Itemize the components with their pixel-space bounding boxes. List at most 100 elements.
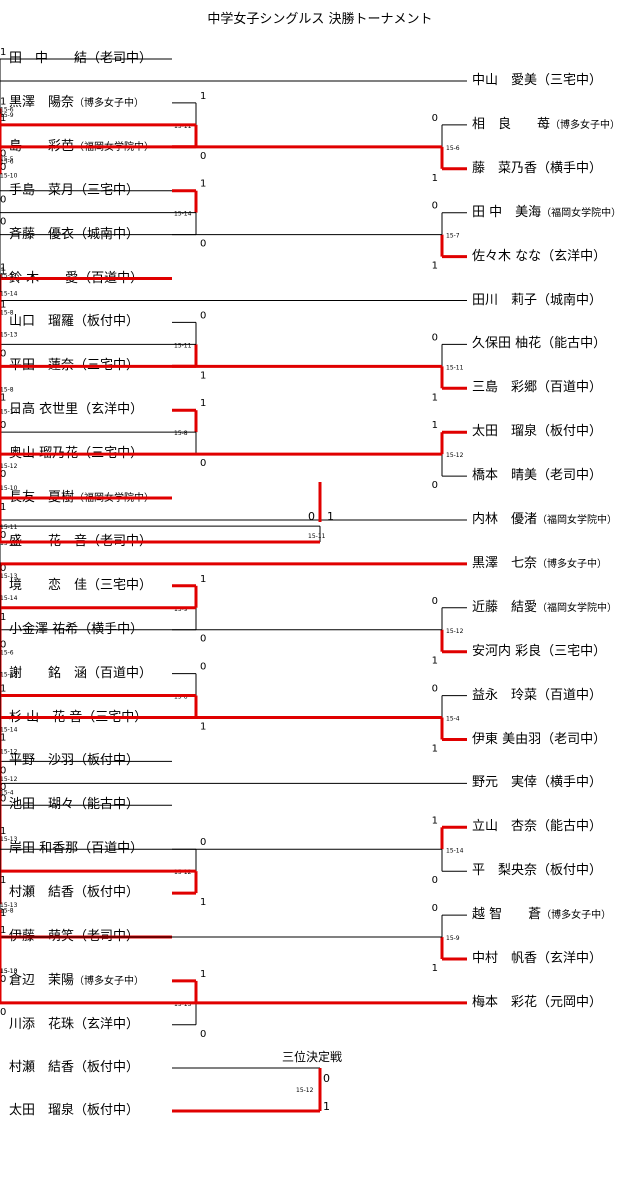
match-score-top: 1 [432, 815, 438, 826]
match-score-bottom: 0 [0, 974, 6, 985]
left-player-row: 山口 瑠羅 （板付中） [9, 313, 139, 331]
player-team: （三宅中） [541, 643, 607, 659]
match-score-top: 0 [432, 596, 438, 607]
player-name: 近藤 結愛 [472, 599, 538, 615]
match-score-top: 0 [432, 113, 438, 124]
match-score-top: 1 [0, 684, 6, 695]
match-score-bottom: 1 [200, 370, 206, 381]
match-score-bottom: 0 [0, 348, 6, 359]
match-score-top: 0 [0, 563, 6, 574]
match-game-score: 15-13 [0, 902, 18, 909]
player-team: （福岡女学院中） [541, 207, 622, 219]
match-score-top: 1 [0, 826, 6, 837]
player-name: 相 良 苺 [472, 116, 551, 132]
player-name: 池田 瑚々 [9, 797, 75, 813]
player-name: 田 中 美海 [472, 204, 542, 220]
player-team: （能古中） [537, 819, 603, 835]
left-player-row: 平野 沙羽 （板付中） [9, 752, 139, 770]
match-game-score: 15-12 [446, 628, 464, 635]
player-team: （城南中） [537, 292, 603, 308]
player-team: （玄洋中） [541, 248, 607, 264]
match-score-bottom: 0 [200, 634, 206, 645]
match-game-score: 15-10 [0, 968, 18, 975]
third-score-bottom: 1 [323, 1100, 330, 1113]
player-team: （博多女子中） [541, 910, 612, 922]
player-name: 内林 優渚 [472, 512, 538, 527]
page-title: 中学女子シングルス 決勝トーナメント [207, 12, 433, 27]
player-name: 平野 沙羽 [9, 753, 75, 769]
left-player-row: 手島 菜月 （三宅中） [9, 182, 139, 200]
match-game-score: 15-13 [0, 331, 18, 338]
match-game-score: 15-8 [0, 908, 14, 915]
match-score-bottom: 0 [200, 239, 206, 250]
player-team: （百道中） [78, 841, 144, 857]
match-score-top: 1 [200, 398, 206, 409]
match-score-bottom: 0 [432, 480, 438, 491]
match-game-score: 15-9 [0, 112, 14, 119]
match-game-score: 15-14 [446, 847, 464, 854]
player-name: 境 恋 佳 [9, 577, 88, 593]
match-game-score: 15-6 [0, 650, 14, 657]
match-score-top: 1 [432, 420, 438, 431]
right-player-row: 梅本 彩花 （元岡中） [472, 994, 602, 1012]
match-game-score: 15-7 [446, 233, 460, 240]
player-team: （城南中） [74, 226, 140, 242]
match-score-bottom: 0 [0, 782, 6, 793]
match-game-score: 15-11 [446, 364, 464, 371]
left-player-row: 倉辺 茉陽 （博多女子中） [9, 972, 144, 990]
match-game-score: 15-11 [0, 524, 18, 531]
player-name: 佐々木 なな [472, 248, 542, 264]
player-team: （板付中） [537, 863, 603, 879]
left-player-row: 池田 瑚々 （能古中） [9, 796, 139, 814]
player-name: 野元 実倖 [472, 775, 538, 791]
right-player-row: 中山 愛美 （三宅中） [472, 72, 602, 90]
player-name: 越 智 蒼 [472, 907, 542, 923]
player-name: 橋本 晴美 [472, 468, 538, 484]
player-team: （博多女子中） [74, 975, 145, 987]
right-player-row: 三島 彩郷 （百道中） [472, 379, 602, 397]
third-player-row: 太田 瑠泉 （板付中） [9, 1102, 139, 1120]
match-score-bottom: 0 [0, 217, 6, 228]
left-player-row: 斉藤 優衣 （城南中） [9, 226, 139, 244]
match-game-score: 15-11 [174, 342, 192, 349]
right-player-row: 越 智 蒼 （博多女子中） [472, 906, 611, 924]
left-player-row: 日高 衣世里 （玄洋中） [9, 401, 143, 419]
match-score-top: 1 [0, 262, 6, 273]
final-left-score: 0 [308, 510, 315, 523]
match-game-score: 15-11 [174, 123, 192, 130]
match-score-bottom: 0 [200, 458, 206, 469]
match-game-score: 15-4 [446, 716, 460, 723]
match-score-bottom: 0 [200, 151, 206, 162]
match-score-top: 1 [200, 969, 206, 980]
final-game-score: 15-11 [308, 533, 326, 540]
match-score-bottom: 1 [432, 963, 438, 974]
match-game-score: 15-12 [0, 463, 18, 470]
match-score-bottom: 1 [0, 875, 6, 886]
match-score-top: 1 [0, 267, 6, 278]
match-game-score: 15-12 [0, 776, 18, 783]
match-score-bottom: 1 [200, 722, 206, 733]
player-team: （能古中） [541, 336, 607, 352]
player-name: 中山 愛美 [472, 73, 538, 88]
player-name: 日高 衣世里 [9, 402, 79, 418]
match-game-score: 15-12 [0, 672, 18, 679]
left-player-row: 境 恋 佳 （三宅中） [9, 577, 152, 595]
third-game-score: 15-12 [296, 1087, 314, 1094]
player-team: （玄洋中） [537, 951, 603, 966]
right-player-row: 相 良 苺 （博多女子中） [472, 116, 620, 134]
third-score-top: 0 [323, 1072, 330, 1085]
match-score-top: 0 [0, 530, 6, 541]
player-team: （老司中） [537, 468, 603, 484]
player-team: （福岡女学院中） [537, 515, 618, 526]
match-score-top: 0 [0, 420, 6, 431]
match-score-top: 1 [0, 47, 6, 58]
player-team: （老司中） [541, 731, 607, 747]
match-game-score: 15-14 [174, 211, 192, 218]
player-team: （板付中） [74, 885, 140, 901]
player-name: 久保田 柚花 [472, 336, 542, 352]
right-player-row: 藤 菜乃香 （横手中） [472, 160, 602, 178]
player-team: （横手中） [78, 621, 144, 637]
player-name: 田川 莉子 [472, 292, 538, 308]
player-name: 中村 帆香 [472, 951, 538, 966]
